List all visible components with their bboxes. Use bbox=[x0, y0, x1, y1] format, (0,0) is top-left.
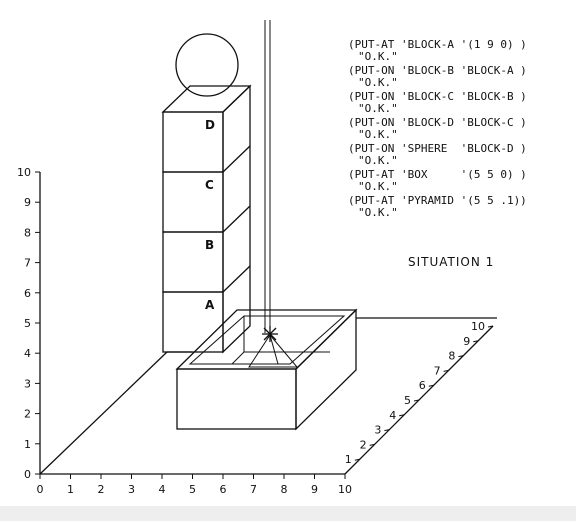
pyramid bbox=[248, 334, 299, 368]
z-tick-label: 8 bbox=[24, 226, 31, 239]
y-tick-mark bbox=[428, 384, 434, 387]
z-tick-label: 4 bbox=[24, 347, 31, 360]
box-right-face bbox=[295, 308, 357, 431]
y-tick-mark bbox=[354, 458, 360, 461]
z-tick-label: 1 bbox=[24, 438, 31, 451]
y-tick-mark bbox=[413, 399, 420, 402]
y-tick-label: 4 bbox=[389, 409, 396, 422]
y-tick-mark bbox=[473, 340, 479, 343]
x-tick-label: 0 bbox=[37, 483, 44, 496]
side-seam-ab bbox=[222, 265, 251, 293]
x-tick-label: 4 bbox=[159, 483, 166, 496]
block-d-label: D bbox=[205, 118, 215, 132]
x-tick-label: 1 bbox=[67, 483, 74, 496]
y-tick-mark bbox=[443, 369, 449, 372]
response-line: "O.K." bbox=[358, 128, 398, 141]
pyramid-edge bbox=[269, 334, 279, 365]
block-c bbox=[162, 171, 224, 233]
x-tick-label: 2 bbox=[98, 483, 105, 496]
x-tick-label: 7 bbox=[250, 483, 257, 496]
y-tick-label: 1 bbox=[345, 453, 352, 466]
side-seam-bc bbox=[222, 205, 251, 233]
x-tick-label: 9 bbox=[311, 483, 318, 496]
y-tick-label: 7 bbox=[434, 364, 441, 377]
response-line: "O.K." bbox=[358, 50, 398, 63]
y-tick-label: 5 bbox=[404, 394, 411, 407]
bottom-margin bbox=[0, 506, 576, 521]
x-tick-label: 6 bbox=[220, 483, 227, 496]
z-tick-label: 7 bbox=[24, 257, 31, 270]
x-tick-label: 10 bbox=[338, 483, 352, 496]
y-tick-label: 2 bbox=[360, 438, 367, 451]
command-line: (PUT-ON 'BLOCK-B 'BLOCK-A ) bbox=[348, 64, 527, 77]
situation-title: SITUATION 1 bbox=[408, 255, 494, 269]
y-tick-label: 6 bbox=[419, 379, 426, 392]
z-tick-label: 3 bbox=[24, 377, 31, 390]
y-tick-mark bbox=[369, 443, 375, 446]
command-line: (PUT-ON 'BLOCK-C 'BLOCK-B ) bbox=[348, 90, 527, 103]
y-tick-label: 10 bbox=[471, 320, 485, 333]
box-inner-floor-left bbox=[231, 351, 245, 365]
command-line: (PUT-AT 'BLOCK-A '(1 9 0) ) bbox=[348, 38, 527, 51]
z-tick-label: 6 bbox=[24, 287, 31, 300]
z-axis-ticks: 0 1 2 3 4 5 6 7 8 9 10 bbox=[17, 166, 40, 481]
hand-marker-icon bbox=[262, 326, 278, 342]
y-tick-label: 8 bbox=[448, 350, 455, 363]
response-line: "O.K." bbox=[358, 76, 398, 89]
z-tick-label: 10 bbox=[17, 166, 31, 179]
x-tick-label: 5 bbox=[189, 483, 196, 496]
block-a-label: A bbox=[205, 298, 215, 312]
block-stack: D C B A bbox=[161, 84, 252, 354]
z-tick-label: 5 bbox=[24, 317, 31, 330]
block-c-label: C bbox=[205, 178, 214, 192]
x-tick-label: 3 bbox=[128, 483, 135, 496]
block-stack-side bbox=[222, 84, 251, 354]
block-b-label: B bbox=[205, 238, 214, 252]
y-tick-mark bbox=[487, 325, 494, 328]
box-front-face bbox=[176, 368, 297, 430]
plane-back-left-edge bbox=[39, 351, 168, 475]
command-line: (PUT-AT 'BOX '(5 5 0) ) bbox=[348, 168, 527, 181]
response-line: "O.K." bbox=[358, 154, 398, 167]
x-tick-label: 8 bbox=[281, 483, 288, 496]
z-tick-label: 2 bbox=[24, 408, 31, 421]
y-tick-mark bbox=[399, 414, 405, 417]
side-seam-cd bbox=[222, 145, 251, 173]
command-line: (PUT-AT 'PYRAMID '(5 5 .1)) bbox=[348, 194, 527, 207]
box-inner-rim bbox=[188, 315, 346, 365]
sphere bbox=[175, 33, 239, 97]
y-tick-mark bbox=[384, 429, 390, 432]
y-tick-mark bbox=[458, 355, 464, 358]
command-line: (PUT-ON 'SPHERE 'BLOCK-D ) bbox=[348, 142, 527, 155]
command-line: (PUT-ON 'BLOCK-D 'BLOCK-C ) bbox=[348, 116, 527, 129]
y-tick-label: 3 bbox=[374, 424, 381, 437]
box bbox=[175, 308, 358, 431]
command-transcript: (PUT-AT 'BLOCK-A '(1 9 0) ) "O.K." (PUT-… bbox=[348, 38, 527, 219]
z-tick-label: 9 bbox=[24, 196, 31, 209]
response-line: "O.K." bbox=[358, 180, 398, 193]
y-tick-label: 9 bbox=[463, 335, 470, 348]
x-axis-ticks: 0 1 2 3 4 5 6 7 8 9 10 bbox=[37, 474, 352, 496]
response-line: "O.K." bbox=[358, 206, 398, 219]
z-tick-label: 0 bbox=[24, 468, 31, 481]
response-line: "O.K." bbox=[358, 102, 398, 115]
